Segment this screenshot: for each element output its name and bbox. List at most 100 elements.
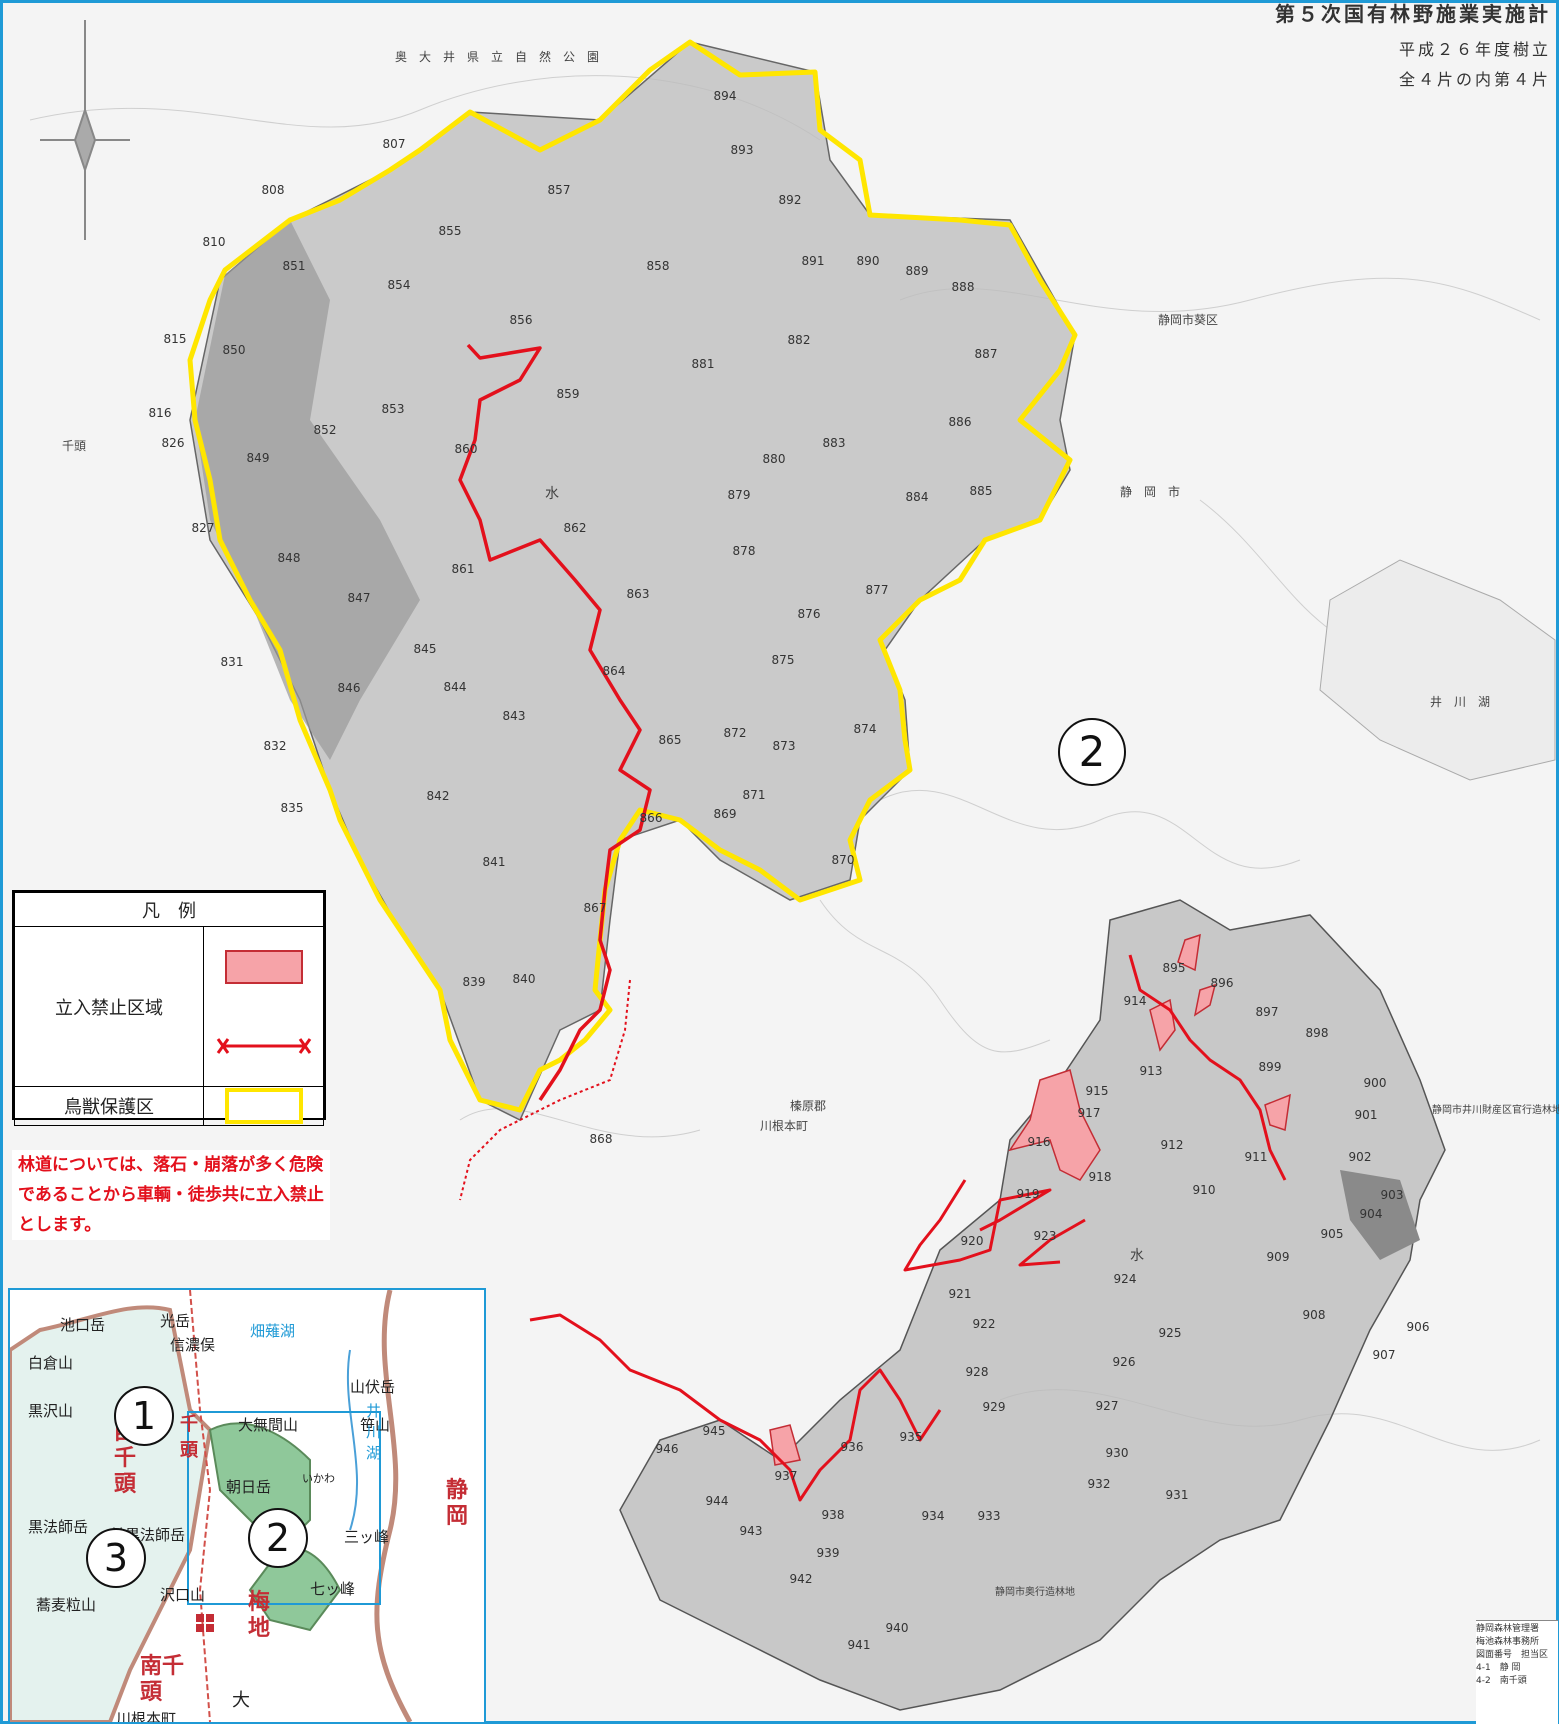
compartment-label: 945 (703, 1424, 726, 1438)
compartment-label: 936 (841, 1440, 864, 1454)
restricted-roads-southeast (529, 954, 1287, 1502)
western-dark-band (195, 220, 420, 760)
compartment-label: 929 (983, 1400, 1006, 1414)
compartment-label: 872 (724, 726, 747, 740)
compartment-label: 931 (1166, 1488, 1189, 1502)
compartment-label: 943 (740, 1524, 763, 1538)
compartment-label: 808 (262, 183, 285, 197)
inset-base (10, 1290, 484, 1722)
compartment-label: 909 (1267, 1250, 1290, 1264)
compartment-label: 930 (1106, 1446, 1129, 1460)
compartment-label: 852 (314, 423, 337, 437)
senzu-label: 千頭 (62, 439, 86, 453)
compartment-label: 899 (1259, 1060, 1282, 1074)
place-daimugen: 大無間山 (238, 1416, 299, 1434)
compartment-label: 903 (1381, 1188, 1404, 1202)
compartment-label: 881 (692, 357, 715, 371)
compartment-label: 941 (848, 1638, 871, 1652)
compartment-label: 856 (510, 313, 533, 327)
place-kawanehon: 川根本町 (116, 1710, 177, 1724)
compartment-label: 898 (1306, 1026, 1329, 1040)
place-mitsumine: 三ッ峰 (344, 1528, 390, 1546)
hoanrin-label: 静岡市奥行造林地 (995, 1585, 1075, 1598)
compartment-label: 889 (906, 264, 929, 278)
legend-restricted-symbols (203, 926, 324, 1087)
compartment-label: 855 (439, 224, 462, 238)
compartment-label: 879 (728, 488, 751, 502)
compartment-label: 918 (1089, 1170, 1112, 1184)
region-senzu: 千頭 (180, 1414, 198, 1461)
compass-rose-icon (40, 20, 130, 240)
compartment-label: 920 (961, 1234, 984, 1248)
place-asahi: 朝日岳 (226, 1478, 272, 1496)
compartment-label: 933 (978, 1509, 1001, 1523)
compartment-label: 880 (763, 452, 786, 466)
legend-header: 凡 例 (14, 892, 324, 927)
compartment-label: 853 (382, 402, 405, 416)
map-subtitle-year: 平成２６年度樹立 (1398, 40, 1551, 59)
compartment-label: 934 (922, 1509, 945, 1523)
compartment-label: 874 (854, 722, 877, 736)
compartment-label: 940 (886, 1621, 909, 1635)
compartment-label: 862 (564, 521, 587, 535)
compartment-label: 897 (1256, 1005, 1279, 1019)
compartment-label: 927 (1096, 1399, 1119, 1413)
southeast-dark-patch (1340, 1170, 1420, 1260)
region-shizuoka: 静岡 (446, 1478, 469, 1529)
compartment-label: 848 (278, 551, 301, 565)
ward-label: 静岡市葵区 (1158, 312, 1218, 327)
compartment-label: 831 (221, 655, 244, 669)
compartment-label: 878 (733, 544, 756, 558)
yoshihara-label: 榛原郡 (790, 1099, 826, 1113)
compartment-label: 857 (548, 183, 571, 197)
compartment-label: 843 (503, 709, 526, 723)
compartment-label: 885 (970, 484, 993, 498)
southeast-forest-area (619, 899, 1446, 1711)
restricted-zones (769, 933, 1291, 1466)
compartment-label: 902 (1349, 1150, 1372, 1164)
compartment-label: 916 (1028, 1135, 1051, 1149)
water-label-1: 水 (545, 486, 559, 502)
legend-sanctuary-symbol (203, 1086, 324, 1126)
compartment-label: 894 (714, 89, 737, 103)
compartment-label: 892 (779, 193, 802, 207)
sanctuary-swatch (224, 1088, 303, 1124)
compartment-label: 938 (822, 1508, 845, 1522)
compartment-label: 840 (513, 972, 536, 986)
compartment-label: 873 (773, 739, 796, 753)
park-label: 奥 大 井 県 立 自 然 公 園 (395, 49, 599, 64)
compartment-label: 922 (973, 1317, 996, 1331)
restricted-road-symbol (216, 1038, 311, 1054)
compartment-label: 845 (414, 642, 437, 656)
compartment-label: 842 (427, 789, 450, 803)
compartment-label: 893 (731, 143, 754, 157)
compartment-label: 877 (866, 583, 889, 597)
kawane-label: 川根本町 (760, 1119, 808, 1133)
compartment-label: 866 (640, 811, 663, 825)
compartment-label: 923 (1034, 1229, 1057, 1243)
compartment-label: 859 (557, 387, 580, 401)
compartment-label: 910 (1193, 1183, 1216, 1197)
compartment-label: 888 (952, 280, 975, 294)
compartment-label: 810 (203, 235, 226, 249)
compartment-label: 858 (647, 259, 670, 273)
compartment-label: 815 (164, 332, 187, 346)
compartment-label: 850 (223, 343, 246, 357)
compartment-label: 935 (900, 1430, 923, 1444)
compartment-label: 944 (706, 1494, 729, 1508)
region-umechi: 梅地 (248, 1590, 271, 1641)
place-oi: 大 (232, 1690, 250, 1711)
compartment-label: 807 (383, 137, 406, 151)
compartment-label: 884 (906, 490, 929, 504)
place-ikawa: いかわ (302, 1472, 335, 1485)
compartment-label: 867 (584, 901, 607, 915)
place-sobatsubu: 蕎麦粒山 (36, 1596, 97, 1614)
compartment-label: 895 (1163, 961, 1186, 975)
compartment-label: 882 (788, 333, 811, 347)
forest-road-note: 林道については、落石・崩落が多く危険であることから車輌・徒歩共に立入禁止とします… (12, 1150, 330, 1240)
compartment-label: 816 (149, 406, 172, 420)
compartment-label: 841 (483, 855, 506, 869)
admin-line-4: 4-1 静 岡 (1476, 1663, 1521, 1673)
